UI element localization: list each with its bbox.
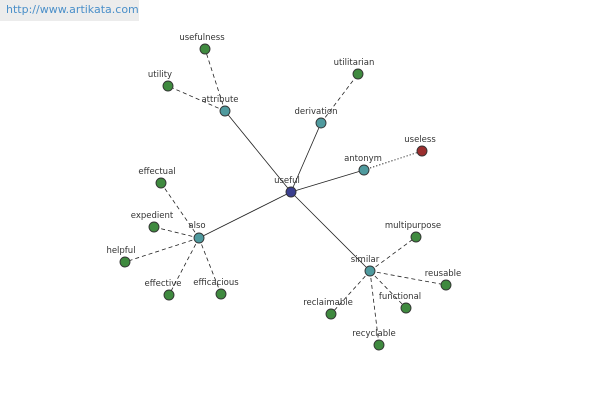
node-circle-useless[interactable] xyxy=(416,145,428,157)
node-circle-derivation[interactable] xyxy=(315,117,327,129)
node-circle-attribute[interactable] xyxy=(219,105,231,117)
node-circle-functional[interactable] xyxy=(400,302,412,314)
node-useful[interactable]: useful xyxy=(274,176,300,198)
node-multipurpose[interactable]: multipurpose xyxy=(385,221,441,243)
node-label-useful: useful xyxy=(274,176,300,186)
node-reclaimable[interactable]: reclaimable xyxy=(303,298,353,320)
node-label-recyclable: recyclable xyxy=(352,329,395,339)
edge-attribute-usefulness xyxy=(204,48,226,112)
node-circle-expedient[interactable] xyxy=(148,221,160,233)
node-utility[interactable]: utility xyxy=(148,70,174,92)
node-functional[interactable]: functional xyxy=(379,292,421,314)
nodes-layer: usefulness utility attribute utilitarian der… xyxy=(106,33,462,351)
node-circle-effective[interactable] xyxy=(163,289,175,301)
edge-useful-also xyxy=(198,191,292,239)
node-label-multipurpose: multipurpose xyxy=(385,221,441,231)
node-circle-effectual[interactable] xyxy=(155,177,167,189)
node-similar[interactable]: similar xyxy=(351,255,380,277)
edge-similar-multipurpose xyxy=(369,236,417,272)
node-label-efficacious: efficacious xyxy=(193,278,239,288)
node-label-utility: utility xyxy=(148,70,172,80)
edge-also-efficacious xyxy=(198,237,222,295)
edge-similar-recyclable xyxy=(369,270,380,346)
node-circle-helpful[interactable] xyxy=(119,256,131,268)
node-useless[interactable]: useless xyxy=(404,135,436,157)
node-label-attribute: attribute xyxy=(201,95,238,105)
node-label-antonym: antonym xyxy=(344,154,382,164)
node-label-useless: useless xyxy=(404,135,436,145)
edge-also-effective xyxy=(168,237,200,296)
edge-attribute-utility xyxy=(167,85,226,112)
node-expedient[interactable]: expedient xyxy=(131,211,174,233)
site-url-link[interactable]: http://www.artikata.com xyxy=(6,3,139,16)
node-label-helpful: helpful xyxy=(106,246,135,256)
edge-also-helpful xyxy=(124,237,200,263)
edge-similar-functional xyxy=(369,270,407,309)
edge-antonym-useless xyxy=(363,150,423,171)
node-utilitarian[interactable]: utilitarian xyxy=(334,58,375,80)
node-antonym[interactable]: antonym xyxy=(344,154,382,176)
node-also[interactable]: also xyxy=(188,221,206,244)
node-circle-reclaimable[interactable] xyxy=(325,308,337,320)
node-circle-useful[interactable] xyxy=(285,186,297,198)
node-usefulness[interactable]: usefulness xyxy=(179,33,225,55)
node-label-expedient: expedient xyxy=(131,211,174,221)
node-effectual[interactable]: effectual xyxy=(138,167,176,189)
node-label-similar: similar xyxy=(351,255,380,265)
node-reusable[interactable]: reusable xyxy=(425,269,462,291)
node-circle-also[interactable] xyxy=(193,232,205,244)
edge-useful-attribute xyxy=(224,110,292,193)
node-circle-usefulness[interactable] xyxy=(199,43,211,55)
edge-similar-reusable xyxy=(369,270,447,286)
node-label-reusable: reusable xyxy=(425,269,462,279)
node-circle-multipurpose[interactable] xyxy=(410,231,422,243)
node-label-derivation: derivation xyxy=(294,107,337,117)
node-circle-antonym[interactable] xyxy=(358,164,370,176)
node-circle-utility[interactable] xyxy=(162,80,174,92)
node-attribute[interactable]: attribute xyxy=(201,95,239,117)
edge-useful-derivation xyxy=(290,122,322,193)
node-circle-efficacious[interactable] xyxy=(215,288,227,300)
node-recyclable[interactable]: recyclable xyxy=(352,329,396,351)
node-label-utilitarian: utilitarian xyxy=(334,58,375,68)
edge-also-expedient xyxy=(153,226,200,239)
node-effective[interactable]: effective xyxy=(145,279,182,301)
node-label-effective: effective xyxy=(145,279,182,289)
edge-derivation-utilitarian xyxy=(320,73,359,124)
node-label-usefulness: usefulness xyxy=(179,33,225,43)
edges-layer xyxy=(124,48,447,346)
node-label-also: also xyxy=(188,221,205,231)
node-circle-utilitarian[interactable] xyxy=(352,68,364,80)
node-circle-reusable[interactable] xyxy=(440,279,452,291)
node-helpful[interactable]: helpful xyxy=(106,246,136,268)
node-derivation[interactable]: derivation xyxy=(294,107,338,129)
edge-useful-similar xyxy=(290,191,371,272)
node-circle-recyclable[interactable] xyxy=(373,339,385,351)
node-label-effectual: effectual xyxy=(138,167,175,177)
edge-similar-reclaimable xyxy=(330,270,371,315)
node-label-functional: functional xyxy=(379,292,421,302)
node-efficacious[interactable]: efficacious xyxy=(193,278,239,300)
node-label-reclaimable: reclaimable xyxy=(303,298,353,308)
node-circle-similar[interactable] xyxy=(364,265,376,277)
edge-useful-antonym xyxy=(290,169,365,193)
url-banner: http://www.artikata.com xyxy=(0,0,139,21)
